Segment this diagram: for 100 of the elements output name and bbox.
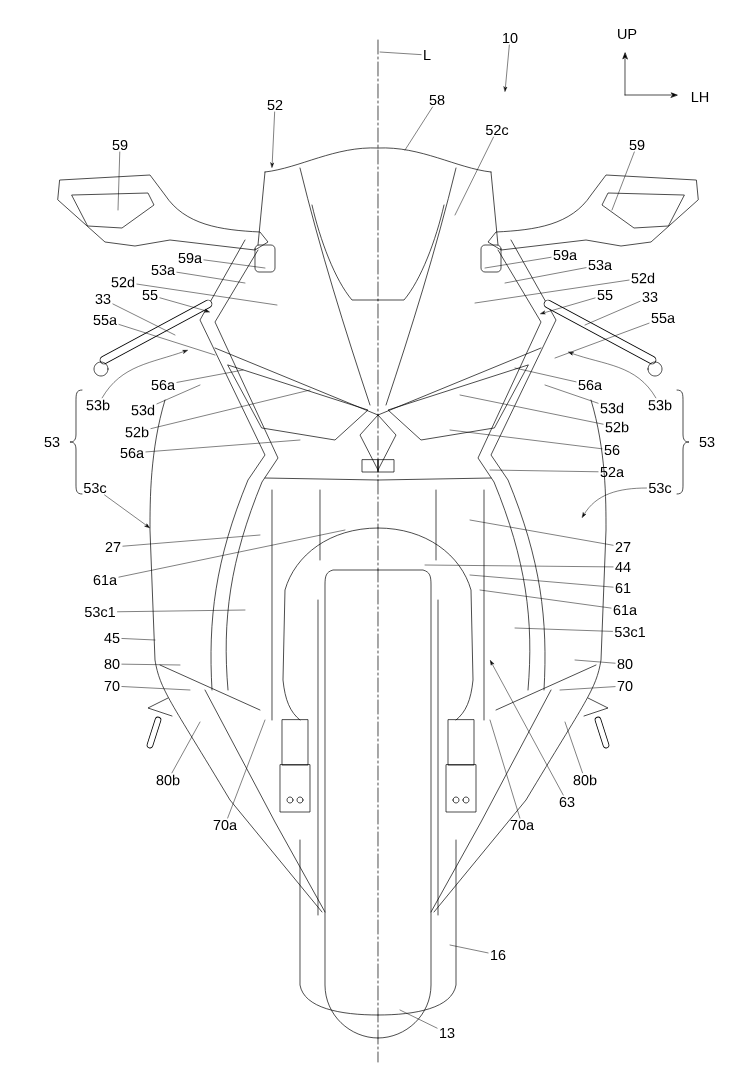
reference-label: 56a <box>120 447 145 459</box>
leader-line <box>582 487 647 518</box>
reference-label: 53 <box>699 436 715 448</box>
reference-label: 52d <box>111 276 135 288</box>
reference-label: 59 <box>112 139 128 151</box>
leader-line <box>104 494 150 528</box>
reference-label: 27 <box>105 541 121 553</box>
reference-label: 53c <box>83 482 107 494</box>
leader-line <box>449 429 603 450</box>
leader-line <box>459 394 604 425</box>
reference-label: 59a <box>553 249 578 261</box>
leader-line <box>122 534 261 547</box>
reference-label: 52c <box>485 124 509 136</box>
leader-line <box>117 151 121 211</box>
reference-label: 44 <box>615 562 631 572</box>
leader-line <box>112 303 176 336</box>
reference-label: 27 <box>615 541 631 553</box>
reference-label: 55 <box>597 289 613 301</box>
reference-label: 53c <box>648 482 672 494</box>
leader-line <box>544 384 599 404</box>
reference-label: 63 <box>559 796 575 808</box>
reference-label: 59 <box>629 139 645 151</box>
leader-line <box>504 267 587 284</box>
reference-label: 53d <box>600 402 624 414</box>
reference-label: 53 <box>44 436 60 448</box>
leader-line <box>469 519 614 546</box>
reference-label: 53b <box>86 399 110 411</box>
reference-label: 61a <box>93 574 118 586</box>
leader-line <box>270 111 275 168</box>
reference-label: 55a <box>93 314 118 326</box>
reference-label: UP <box>618 28 637 40</box>
reference-label: 56a <box>151 379 176 391</box>
reference-label: 70 <box>617 680 633 692</box>
leader-line <box>101 350 188 399</box>
leader-line <box>171 721 201 774</box>
reference-label: 53c1 <box>84 606 115 618</box>
leader-line <box>156 384 201 405</box>
reference-label: 16 <box>491 949 506 961</box>
leader-line <box>176 369 244 383</box>
leader-line <box>469 574 614 588</box>
reference-label: 52b <box>605 421 629 433</box>
leader-line <box>503 44 510 92</box>
leader-line <box>454 136 494 216</box>
leader-line <box>176 271 246 284</box>
leader-line <box>568 352 657 399</box>
leader-line <box>514 627 613 632</box>
leader-line <box>611 151 635 211</box>
leader-line <box>121 686 191 691</box>
leader-line <box>540 297 596 315</box>
reference-label: 56a <box>578 379 603 391</box>
leader-line <box>118 529 346 578</box>
reference-label: 58 <box>429 94 445 106</box>
leader-line <box>159 297 210 313</box>
reference-label: 53a <box>588 259 613 271</box>
reference-label: 70 <box>104 680 120 692</box>
reference-label: 33 <box>642 291 658 303</box>
leader-line <box>574 659 616 664</box>
leader-line <box>227 719 266 819</box>
reference-label: 53b <box>648 399 672 411</box>
reference-label: L <box>424 50 431 60</box>
reference-label: 70a <box>213 819 238 831</box>
reference-label: 33 <box>95 293 111 305</box>
reference-label: 80 <box>104 658 120 670</box>
leader-line <box>559 686 616 691</box>
leader-line <box>117 609 246 612</box>
leader-line <box>484 257 552 269</box>
reference-label: LH <box>691 92 709 102</box>
reference-label: 52d <box>631 272 655 284</box>
leader-line <box>564 721 583 774</box>
reference-label: 80b <box>573 774 597 786</box>
reference-label: 59a <box>178 252 203 264</box>
leader-line <box>379 51 422 55</box>
reference-label: 13 <box>440 1027 455 1039</box>
leader-line <box>136 283 278 306</box>
leader-line <box>118 324 216 356</box>
leader-line <box>489 719 521 819</box>
reference-label: 56 <box>604 444 620 456</box>
leader-line <box>121 663 181 666</box>
leader-line <box>554 322 650 359</box>
reference-label: 53d <box>131 404 155 416</box>
leader-line <box>404 106 433 151</box>
reference-label: 53c1 <box>614 626 645 638</box>
reference-label: 61a <box>613 604 638 616</box>
reference-label: 10 <box>503 32 518 44</box>
reference-label: 80b <box>156 774 180 786</box>
leader-line <box>150 389 311 429</box>
reference-label: 70a <box>510 819 535 831</box>
leader-line <box>479 589 612 609</box>
reference-label: 55a <box>651 312 676 324</box>
leader-line <box>424 564 614 568</box>
leader-line <box>203 259 266 269</box>
reference-label: 52b <box>125 426 149 438</box>
leader-line <box>490 660 564 796</box>
reference-label: 45 <box>104 632 120 644</box>
reference-label: 61 <box>615 582 631 594</box>
reference-label: 52a <box>600 466 625 478</box>
reference-label: 53a <box>151 264 176 276</box>
leader-line <box>399 1009 438 1029</box>
reference-label: 52 <box>267 99 283 111</box>
leader-line <box>145 439 301 453</box>
